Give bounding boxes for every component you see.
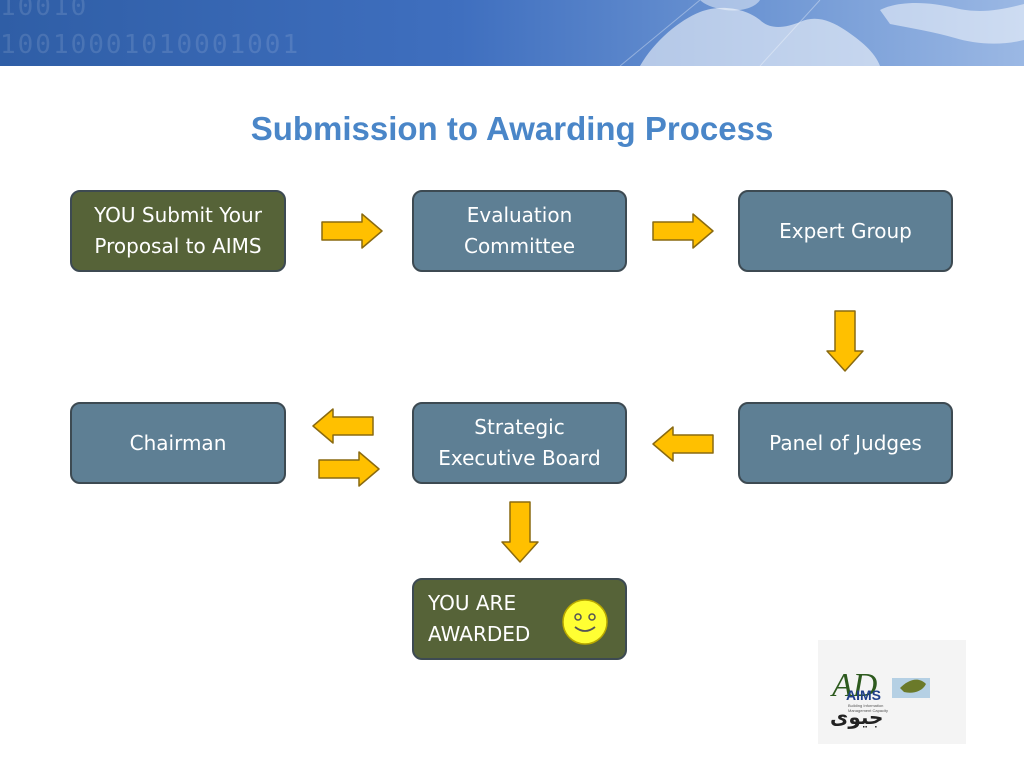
banner-digits-bottom: 10010001010001001 xyxy=(0,30,301,60)
step-you-are-awarded: YOU ARE AWARDED xyxy=(412,578,627,660)
arrow-down-icon xyxy=(501,501,539,563)
aims-logo-subtitle-2: Management Capacity xyxy=(848,708,888,713)
step-expert-label: Expert Group xyxy=(779,218,912,243)
step-chairman-label: Chairman xyxy=(129,430,227,455)
step-expert-group: Expert Group xyxy=(738,190,953,272)
step-submit-line1: YOU Submit Your xyxy=(94,203,262,227)
step-judges-label: Panel of Judges xyxy=(769,430,922,455)
step-chairman: Chairman xyxy=(70,402,286,484)
aims-logo-subtitle-1: Building Information xyxy=(848,703,883,708)
step-evaluation-line2: Committee xyxy=(463,234,575,258)
step-board-line2: Executive Board xyxy=(438,446,601,470)
arabic-logo-text: جیوی xyxy=(830,705,883,729)
ad-logo-text: AD xyxy=(830,667,878,704)
logo-graphics: AD جیوی AIMS Building Information Manage… xyxy=(830,667,930,729)
smiley-face-icon xyxy=(562,599,608,645)
world-map-graphic xyxy=(619,0,1024,66)
arrow-right-icon xyxy=(318,451,380,487)
banner-digits-top: 10010 xyxy=(0,0,89,22)
arrow-down-icon xyxy=(826,310,864,372)
arrow-left-icon xyxy=(312,408,374,444)
step-awarded-line2: AWARDED xyxy=(428,622,531,646)
step-submit-line2: Proposal to AIMS xyxy=(94,234,262,258)
arrow-left-icon xyxy=(652,426,714,462)
step-evaluation-committee: Evaluation Committee xyxy=(412,190,627,272)
step-submit-proposal: YOU Submit Your Proposal to AIMS xyxy=(70,190,286,272)
arrow-right-icon xyxy=(321,213,383,249)
aims-logo-text: AIMS xyxy=(846,687,881,703)
header-banner: 10010 10010001010001001 xyxy=(0,0,1024,66)
step-strategic-executive-board: Strategic Executive Board xyxy=(412,402,627,484)
step-board-line1: Strategic xyxy=(474,415,565,439)
step-panel-of-judges: Panel of Judges xyxy=(738,402,953,484)
page-title: Submission to Awarding Process xyxy=(250,110,774,147)
arrow-right-icon xyxy=(652,213,714,249)
partner-logos: AD جیوی AIMS Building Information Manage… xyxy=(818,640,966,744)
step-awarded-line1: YOU ARE xyxy=(428,591,517,615)
step-evaluation-line1: Evaluation xyxy=(466,203,573,227)
